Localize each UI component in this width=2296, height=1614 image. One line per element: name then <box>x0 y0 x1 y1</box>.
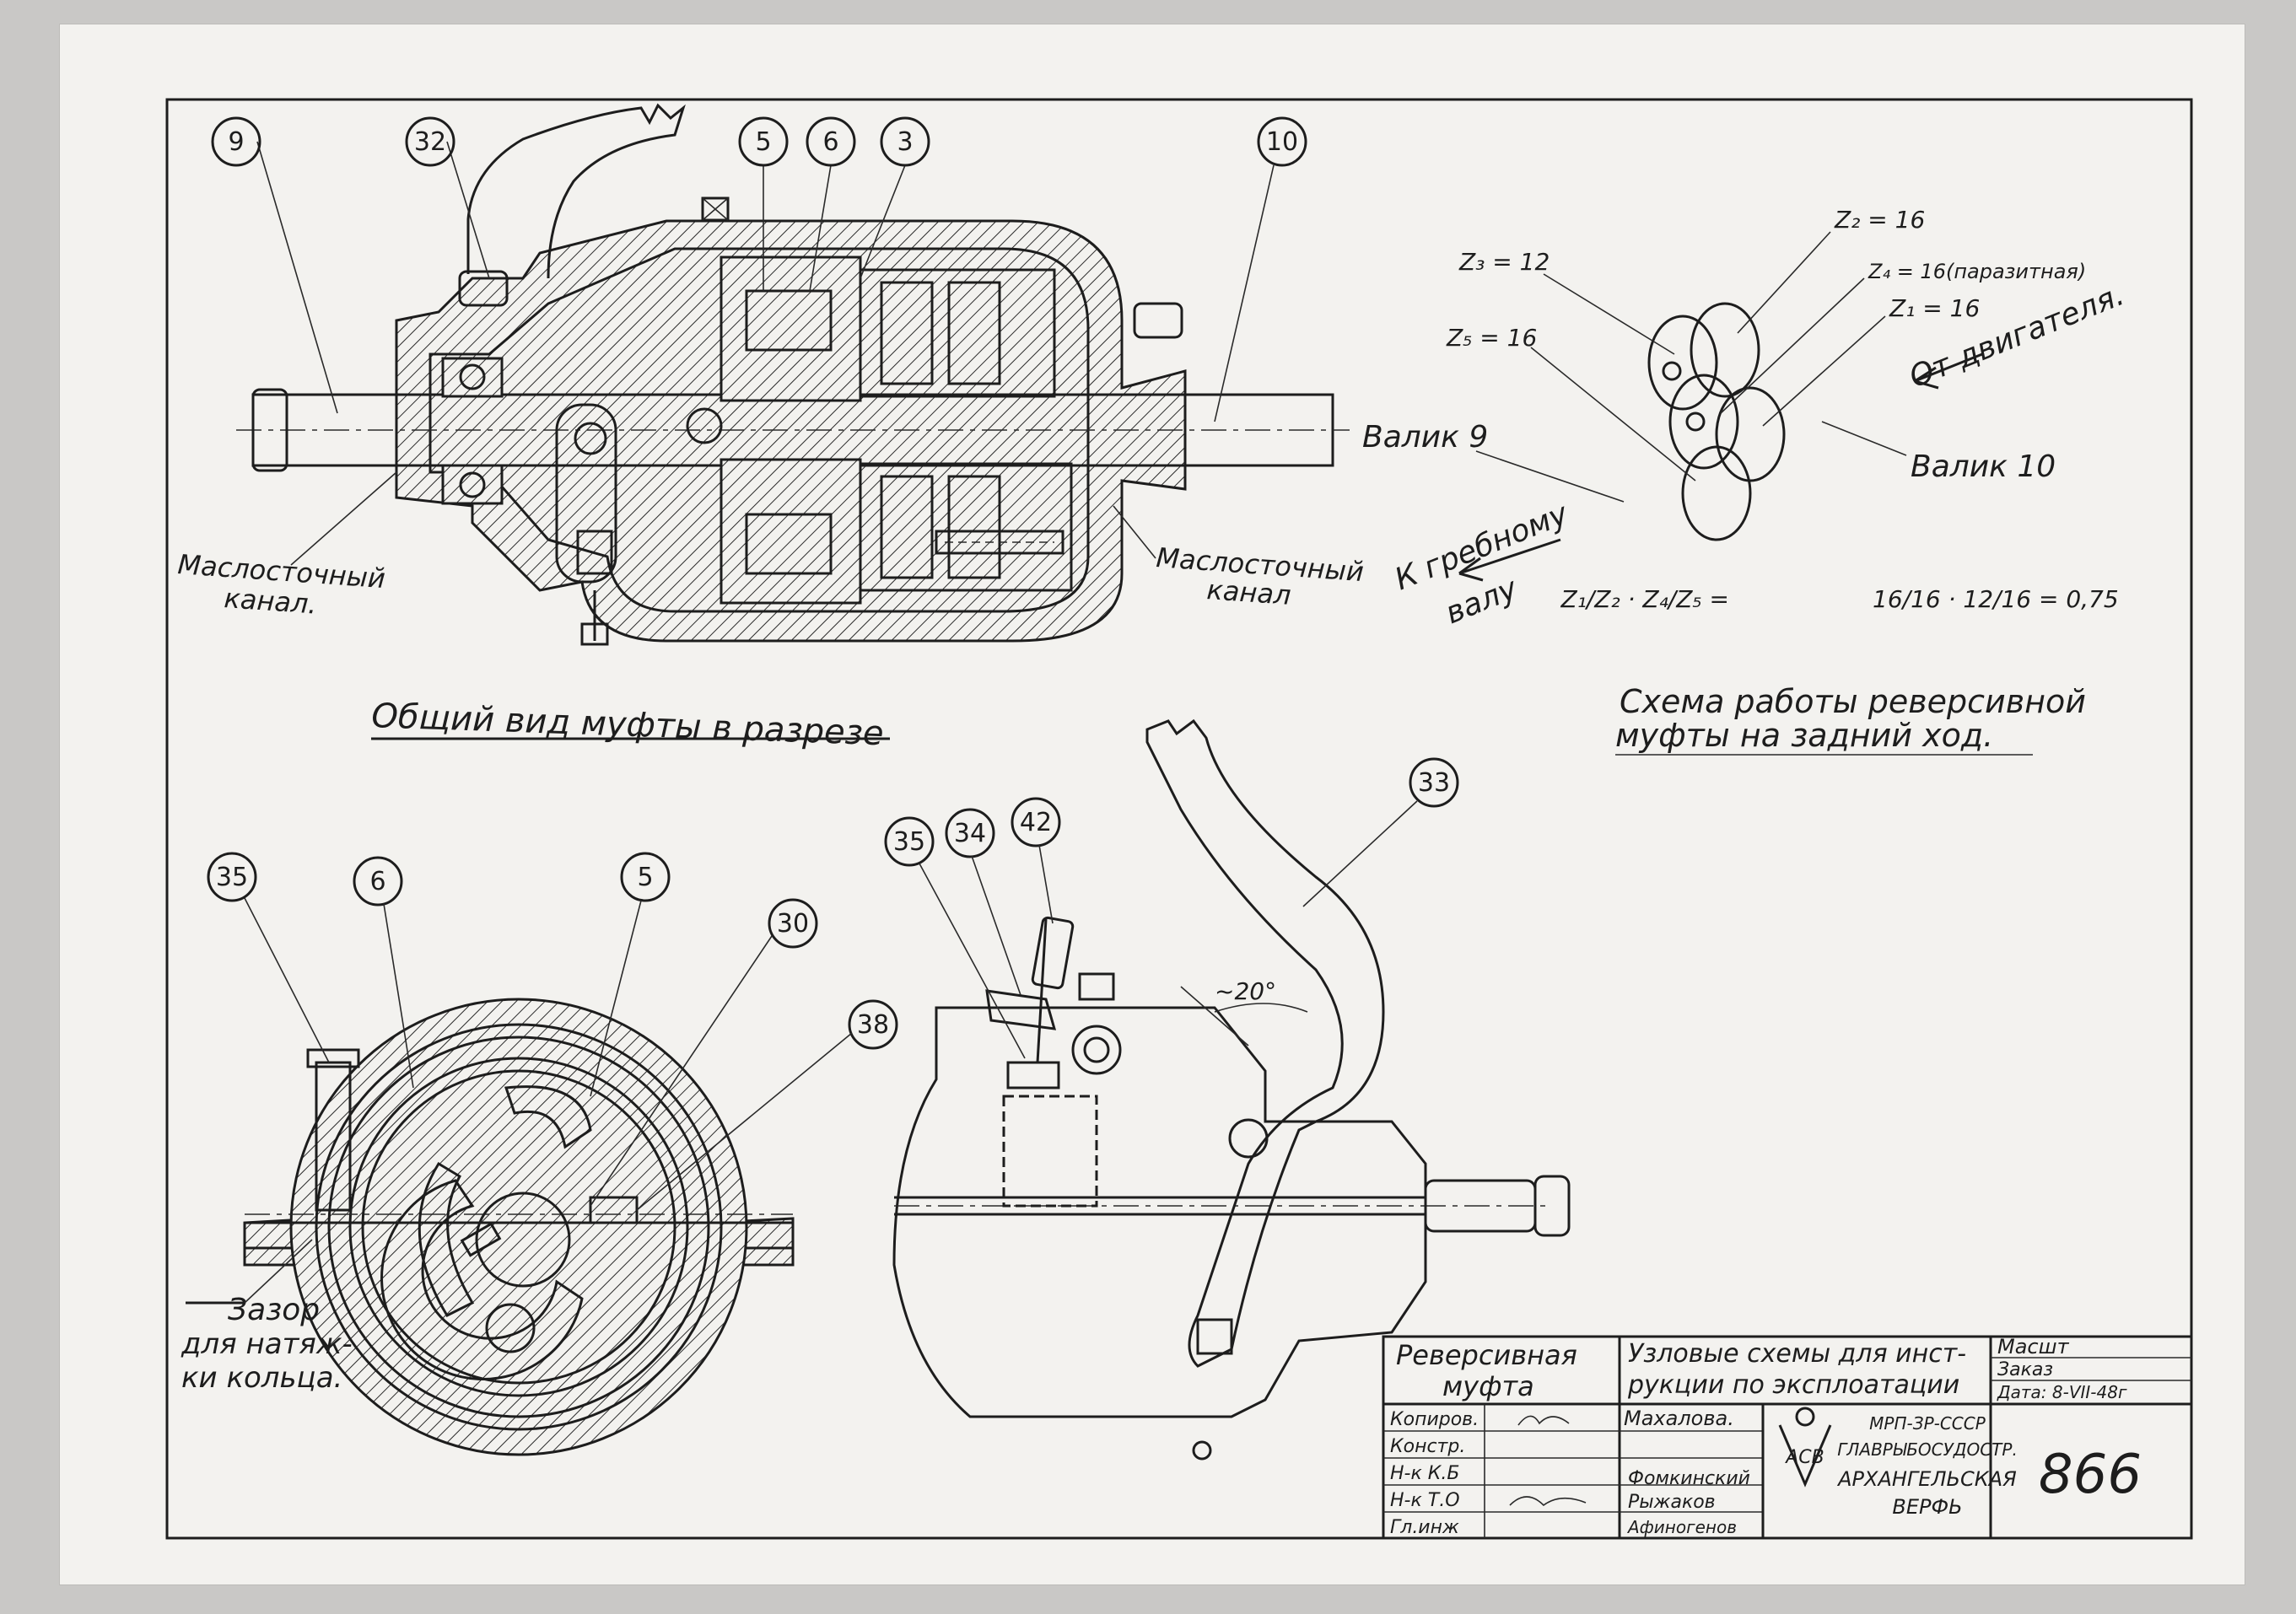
hub <box>380 1179 584 1381</box>
gear-z5 <box>1681 445 1752 541</box>
housing <box>395 219 1187 643</box>
oil-cap-left <box>458 270 509 307</box>
title-name-line1: Реверсивная <box>1396 1339 1577 1371</box>
disc-1 <box>880 281 934 385</box>
person-1: Махалова. <box>1624 1407 1734 1430</box>
role-head-kb: Н-к К.Б <box>1390 1463 1459 1484</box>
callout-34-right: 34 <box>954 819 986 848</box>
label-z2: Z₂ = 16 <box>1834 206 1925 234</box>
callout-35-right: 35 <box>893 827 925 857</box>
lever-handle <box>466 103 686 279</box>
clamp-bolt <box>315 1061 352 1212</box>
callout-30-left: 30 <box>777 909 809 939</box>
callout-9: 9 <box>228 127 244 157</box>
title-name-line2: муфта <box>1442 1370 1534 1402</box>
ring-section-view: 35 6 5 30 38 Зазор для натяж- ки кольца. <box>181 852 898 1456</box>
callout-6: 6 <box>822 127 838 157</box>
person-4: Афиногенов <box>1626 1517 1737 1537</box>
clutch-external-view: 35 34 42 33 ~20° <box>884 718 1571 1461</box>
gear-z3 <box>1647 315 1718 411</box>
person-2: Фомкинский <box>1628 1468 1750 1489</box>
gap-label-line3: ки кольца. <box>181 1361 342 1395</box>
callout-5: 5 <box>755 127 771 157</box>
reverse-lever <box>1145 718 1385 1368</box>
callout-group-top: 9 32 5 6 3 10 <box>211 116 1307 422</box>
callout-35-left: 35 <box>216 863 248 892</box>
gear-z2 <box>1690 302 1760 398</box>
scheme-caption-line1: Схема работы реверсивной <box>1620 683 2086 720</box>
org-line4: ВЕРФЬ <box>1892 1495 1962 1519</box>
shaft-end <box>251 388 288 472</box>
role-head-to: Н-к Т.О <box>1390 1490 1460 1511</box>
housing-cavity <box>428 247 1090 613</box>
angle-label: ~20° <box>1215 977 1276 1005</box>
clutch-section-view: 9 32 5 6 3 10 Маслосточный канал. Маслос… <box>176 103 1573 753</box>
role-chief-engineer: Гл.инж <box>1390 1517 1459 1538</box>
callout-3: 3 <box>897 127 913 157</box>
title-order: Заказ <box>1997 1359 2053 1380</box>
gap-label-line2: для натяж- <box>181 1327 353 1361</box>
signature-head-to <box>1509 1496 1587 1507</box>
ratio-formula-right: 16/16 · 12/16 = 0,75 <box>1873 585 2119 613</box>
gear-block-lower <box>720 458 862 605</box>
signature-copyist <box>1517 1415 1570 1426</box>
shaft9-label: Валик 9 <box>1362 420 1488 455</box>
person-3: Рыжаков <box>1628 1492 1716 1513</box>
callout-6-left: 6 <box>369 867 385 896</box>
callout-5-left: 5 <box>637 863 653 892</box>
pin-lower <box>745 513 833 575</box>
title-scale: Масшт <box>1997 1335 2070 1358</box>
ring-6 <box>327 1036 710 1418</box>
callout-38-left: 38 <box>857 1010 889 1040</box>
oil-channel-right-line2: канал <box>1205 573 1291 611</box>
housing-outline <box>892 1006 1427 1418</box>
role-designer: Констр. <box>1390 1436 1465 1457</box>
sheet-number: 866 <box>2039 1444 2142 1506</box>
callout-33-right: 33 <box>1418 768 1450 798</box>
org-line2: ГЛАВРЫБОСУДОСТР. <box>1837 1439 2018 1460</box>
pin-upper <box>745 289 833 352</box>
title-block: Реверсивная муфта Узловые схемы для инст… <box>1382 1335 2193 1540</box>
drawing-frame <box>165 98 2193 1540</box>
oil-channel-left-line2: канал. <box>223 582 317 621</box>
label-z3: Z₃ = 12 <box>1458 248 1550 276</box>
callout-10: 10 <box>1266 127 1298 157</box>
clutch-lower <box>859 462 1073 592</box>
org-line3: АРХАНГЕЛЬСКАЯ <box>1836 1467 2017 1491</box>
gear-z4 <box>1668 374 1739 470</box>
title-desc-line2: рукции по эксплоатации <box>1627 1370 1959 1400</box>
role-copyist: Копиров. <box>1390 1409 1479 1430</box>
disc-2 <box>947 281 1001 385</box>
section-caption: Общий вид муфты в разрезе <box>371 697 885 753</box>
disc-4 <box>947 475 1001 579</box>
shaft10-label: Валик 10 <box>1911 449 2056 484</box>
callout-32: 32 <box>414 127 446 157</box>
clutch-upper <box>859 268 1056 398</box>
ratio-formula-left: Z₁/Z₂ · Z₄/Z₅ = <box>1560 585 1729 613</box>
scheme-caption-line2: муфты на задний ход. <box>1615 717 1993 754</box>
org-line1: МРП-ЗР-СССР <box>1869 1413 1986 1434</box>
title-date: Дата: 8-VII-48г <box>1997 1382 2127 1402</box>
label-z1: Z₁ = 16 <box>1889 294 1980 322</box>
title-desc-line1: Узловые схемы для инст- <box>1628 1339 1966 1369</box>
gap-label-line1: Зазор <box>228 1293 320 1327</box>
fork <box>555 403 617 584</box>
disc-3 <box>880 475 934 579</box>
label-z5: Z₅ = 16 <box>1446 324 1537 352</box>
gear-scheme: Z₂ = 16 Z₃ = 12 Z₄ = 16(паразитная) Z₁ =… <box>1362 206 2129 756</box>
label-z4: Z₄ = 16(паразитная) <box>1868 260 2086 283</box>
gear-block-upper <box>720 256 862 402</box>
oil-cap-right <box>1133 302 1183 339</box>
callout-42-right: 42 <box>1020 808 1052 837</box>
